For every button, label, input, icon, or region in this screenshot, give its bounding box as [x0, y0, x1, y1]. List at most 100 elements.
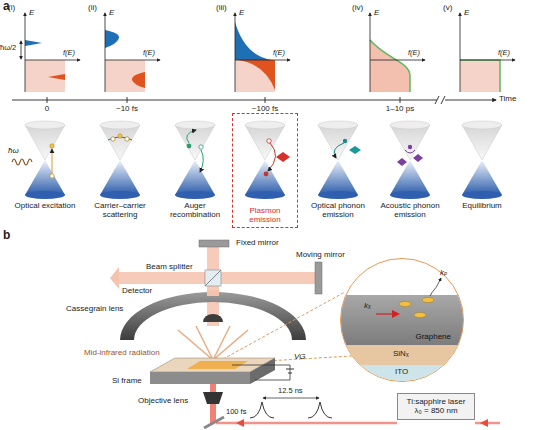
process-symbols-part — [405, 150, 415, 153]
interferometer-part — [205, 270, 221, 286]
interferometer-part — [118, 272, 205, 284]
text-label: E — [239, 8, 244, 17]
process-symbols-part — [267, 139, 271, 143]
laser-path — [203, 384, 500, 428]
process-symbols-part — [413, 154, 423, 162]
process-symbols — [12, 130, 423, 178]
distribution-axes — [21, 13, 515, 92]
timeline-part — [47, 97, 48, 103]
process-symbols-part — [125, 137, 129, 141]
node-text: SiNₓ — [393, 349, 409, 358]
text-label: 0 — [27, 104, 67, 113]
sample-chip — [150, 358, 294, 384]
distribution-fills-part — [105, 30, 119, 48]
sample-chip-part — [288, 373, 292, 374]
laser-path-part — [250, 402, 332, 418]
text-label: f(E) — [408, 49, 420, 58]
text-label: VG — [294, 352, 306, 361]
wave-vector-arrows-part — [392, 310, 400, 318]
text-label: 100 fs — [226, 408, 246, 417]
dirac-cones-part — [175, 121, 215, 199]
highlight-box: Plasmon emission — [232, 113, 298, 228]
sample-chip-part — [232, 365, 290, 380]
process-symbols-part — [408, 145, 412, 149]
distribution-axes-part — [105, 60, 160, 61]
process-symbols-part — [111, 137, 115, 141]
wave-vector-arrows-part — [376, 313, 392, 314]
dirac-cones-part — [390, 121, 430, 199]
text-label: ~100 fs — [243, 104, 287, 113]
distribution-fills-part — [105, 60, 145, 92]
text-label: Time — [499, 94, 516, 103]
distribution-fills-part — [48, 74, 65, 80]
text-label: Beam splitter — [146, 262, 193, 271]
process-symbols-part — [187, 144, 192, 149]
distribution-axes-part — [21, 41, 22, 59]
text-label: kₓ — [364, 301, 371, 310]
process-symbols-part — [397, 158, 407, 166]
distribution-fills-part — [25, 40, 42, 46]
ito-layer: ITO — [341, 365, 464, 382]
process-symbols-part — [12, 159, 32, 165]
distribution-axes-part — [235, 13, 236, 92]
text-label: 12.5 ns — [278, 387, 303, 396]
distribution-fills-part — [238, 60, 275, 90]
interferometer-part — [315, 262, 322, 294]
cassegrain-lens — [120, 290, 306, 340]
process-symbols-part — [349, 146, 361, 154]
text-label: Si frame — [112, 376, 142, 385]
text-label: ħω — [8, 146, 19, 155]
cassegrain-lens-part — [203, 314, 223, 322]
dirac-cones-part — [245, 121, 285, 199]
distribution-fills-part — [235, 22, 272, 60]
mid-ir-rays-part — [213, 330, 248, 360]
text-label: ħω/2 — [0, 44, 16, 53]
laser-path-part — [475, 422, 500, 425]
mid-ir-rays-part — [178, 330, 213, 360]
distribution-axes-part — [460, 60, 515, 61]
text-label: 1–10 ps — [378, 104, 422, 113]
process-symbols-part — [264, 172, 269, 177]
process-symbols-part — [50, 144, 54, 148]
laser-box: Ti:sapphire laser λ₀ = 850 nm — [397, 393, 475, 420]
process-symbols-part — [268, 143, 276, 171]
gold-disks-part — [414, 312, 426, 317]
text-label: Auger recombination — [163, 201, 227, 219]
text-label: Optical phonon emission — [306, 201, 370, 219]
text-label: Acoustic phonon emission — [378, 201, 442, 219]
text-label: E — [464, 8, 469, 17]
dirac-cones-part — [318, 121, 358, 199]
text-label: Objective lens — [138, 396, 188, 405]
text-label: f(E) — [63, 49, 75, 58]
text-label: (iii) — [216, 3, 227, 12]
distribution-fills-part — [370, 40, 410, 92]
distribution-axes-part — [105, 13, 106, 92]
timeline-part — [400, 97, 401, 103]
text-label: f(E) — [498, 49, 510, 58]
timeline-part — [441, 96, 445, 104]
distribution-fills-part — [25, 60, 65, 92]
interferometer-part — [205, 270, 221, 286]
interferometer-part — [110, 267, 119, 289]
laser-path-part — [236, 419, 244, 427]
distribution-fills-part — [460, 60, 500, 92]
sample-chip-part — [286, 369, 294, 370]
distribution-axes-part — [370, 13, 371, 92]
interferometer-part — [207, 247, 219, 270]
process-symbols-part — [118, 134, 122, 138]
process-symbols-part — [50, 174, 54, 178]
process-symbols-part — [200, 150, 203, 172]
text-label: f(E) — [143, 49, 155, 58]
text-label: Cassegrain lens — [66, 304, 123, 313]
text-label: (ii) — [88, 3, 97, 12]
text-label: Optical excitation — [13, 201, 77, 210]
distribution-fills-part — [370, 40, 410, 92]
dirac-cones-part — [462, 121, 502, 199]
gold-disks-part — [399, 301, 411, 306]
interferometer-part — [221, 272, 315, 284]
process-symbols-part — [343, 139, 347, 143]
text-label: (i) — [8, 3, 15, 12]
text-label: ~10 fs — [107, 104, 147, 113]
